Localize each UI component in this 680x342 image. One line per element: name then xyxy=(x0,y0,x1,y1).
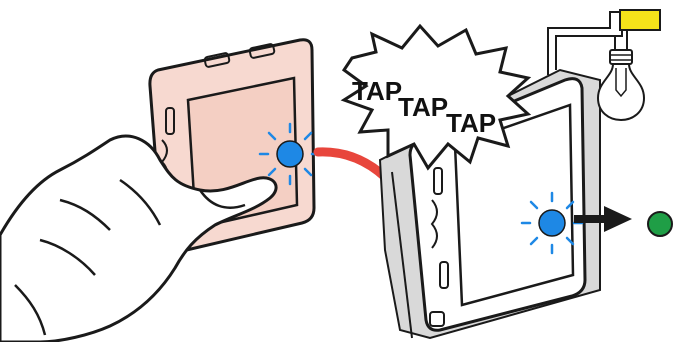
green-status-dot-icon xyxy=(648,212,672,236)
wire-terminal xyxy=(620,10,660,30)
blue-led-icon xyxy=(260,124,320,184)
bulb-glass xyxy=(598,64,644,120)
tap-word-1: TAP xyxy=(352,76,402,106)
bulb-base xyxy=(610,50,632,64)
light-bulb-icon xyxy=(598,50,644,120)
tap-word-2: TAP xyxy=(398,92,448,122)
blue-led-icon xyxy=(522,193,582,253)
tap-word-3: TAP xyxy=(446,108,496,138)
